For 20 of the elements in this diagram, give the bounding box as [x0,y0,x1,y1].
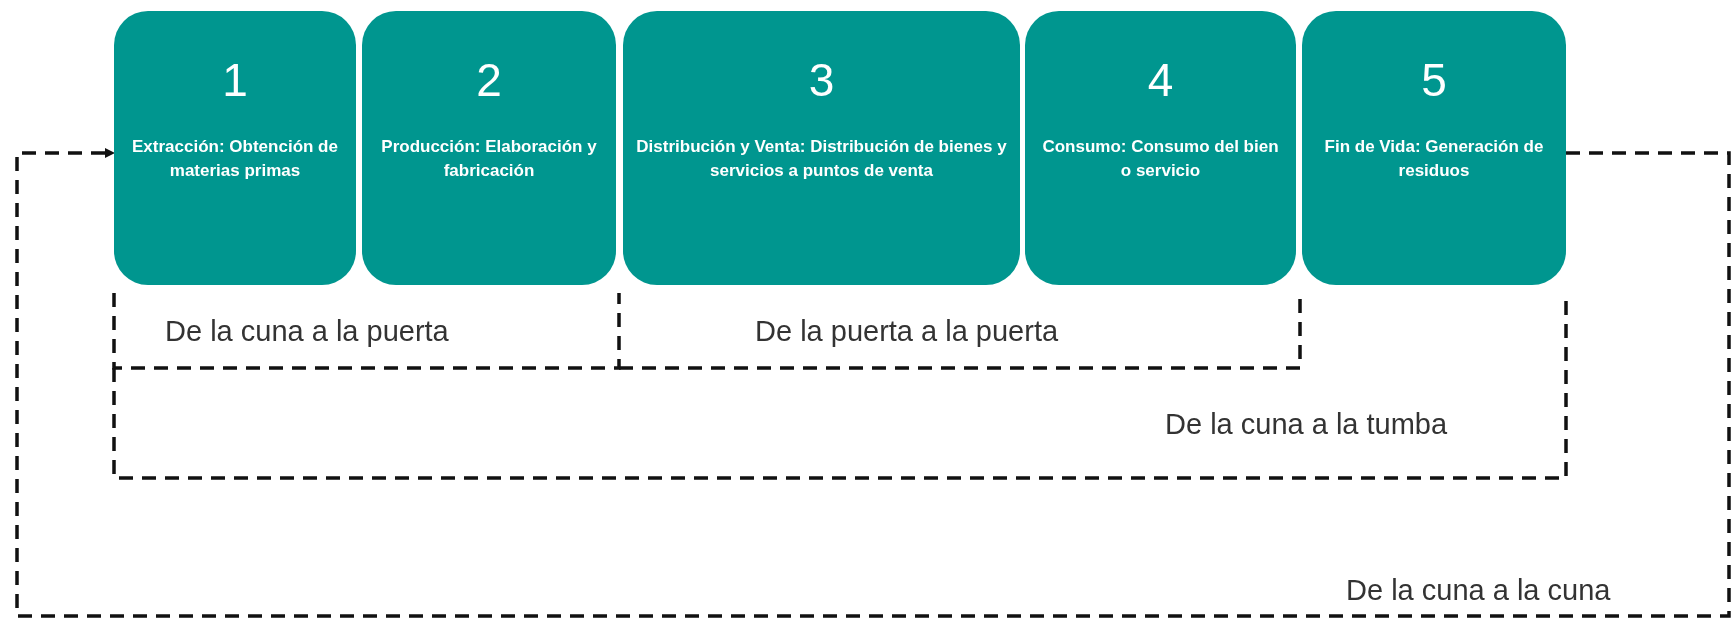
stage-box [114,11,356,285]
stage-box [1302,11,1566,285]
stage-description: Consumo: Consumo del bien o servicio [1041,136,1280,182]
scope-label: De la cuna a la cuna [1346,573,1611,607]
loop-arrow [15,148,1731,618]
stage-description: Distribución y Venta: Distribución de bienes y servicios a puntos de venta [635,136,1008,182]
stage-description: Extracción: Obtención de materias primas [131,136,339,182]
stage-number: 5 [1420,55,1448,105]
scope-label: De la puerta a la puerta [755,314,1059,348]
stage-box [362,11,616,285]
stage-number: 2 [475,55,503,105]
scope-label: De la cuna a la puerta [165,314,449,348]
stage-box [1025,11,1296,285]
stage-number: 3 [807,55,836,105]
stage-number: 4 [1146,55,1175,105]
stage-description: Fin de Vida: Generación de residuos [1323,136,1545,182]
stage-box [623,11,1020,285]
stage-number: 1 [221,55,249,105]
stage-description: Producción: Elaboración y fabricación [380,136,598,182]
scope-label: De la cuna a la tumba [1165,407,1448,441]
